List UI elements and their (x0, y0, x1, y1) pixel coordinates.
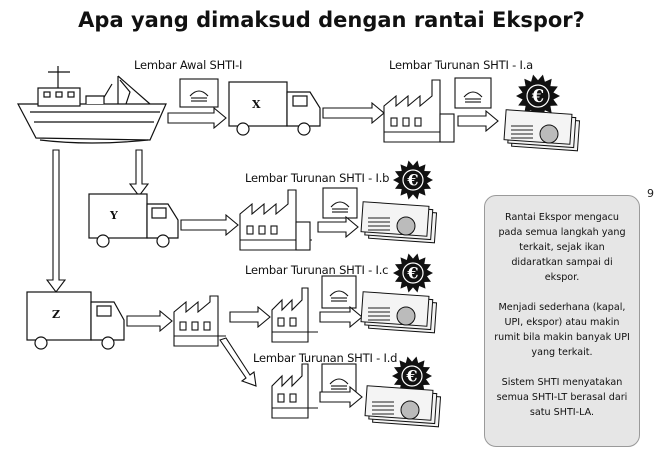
factory-icon (271, 363, 318, 419)
info-paragraph-2: Menjadi sederhana (kapal, UPI, ekspor) a… (494, 302, 630, 358)
info-panel: Rantai Ekspor mengacu pada semua langkah… (484, 195, 640, 447)
arrow-icon (45, 106, 227, 293)
truck-y-label: Y (109, 209, 118, 222)
arrow-icon (319, 385, 363, 409)
label-turunan-a: Lembar Turunan SHTI - I.a (389, 58, 533, 72)
euro-burst-icon: € (392, 356, 432, 396)
factory-icon (173, 295, 226, 347)
arrow-icon (322, 101, 385, 125)
page-number: 9 (647, 187, 654, 200)
certificate-icon (179, 78, 219, 108)
info-paragraph-3: Sistem SHTI menyatakan semua SHTI-LT ber… (496, 377, 628, 418)
euro-symbol: € (406, 264, 418, 283)
euro-symbol: € (531, 86, 544, 107)
euro-burst-icon: € (393, 253, 433, 293)
factory-icon (239, 189, 312, 251)
certificate-icon (454, 77, 492, 109)
info-paragraph-1: Rantai Ekspor mengacu pada semua langkah… (498, 212, 626, 283)
banknotes-icon (503, 109, 581, 152)
arrow-icon (180, 213, 239, 237)
label-turunan-c: Lembar Turunan SHTI - I.c (245, 263, 389, 277)
page-title: Apa yang dimaksud dengan rantai Ekspor? (78, 8, 585, 32)
label-turunan-b: Lembar Turunan SHTI - I.b (245, 171, 390, 185)
banknotes-icon (360, 201, 438, 244)
truck-icon: Z (26, 291, 125, 350)
arrow-icon (457, 109, 499, 133)
label-turunan-d: Lembar Turunan SHTI - I.d (253, 351, 398, 365)
euro-symbol: € (406, 171, 418, 190)
factory-icon (271, 287, 318, 343)
arrow-icon (126, 309, 173, 333)
euro-burst-icon: € (393, 160, 433, 200)
certificate-icon (321, 275, 357, 309)
factory-icon (383, 79, 455, 143)
truck-x-label: X (252, 98, 261, 111)
truck-icon: X (228, 81, 321, 136)
fishing-boat-icon (17, 66, 167, 144)
truck-icon: Y (88, 193, 179, 248)
arrow-icon (319, 305, 363, 329)
euro-symbol: € (405, 367, 417, 386)
truck-z-label: Z (52, 308, 60, 321)
banknotes-icon (360, 291, 438, 334)
certificate-icon (322, 187, 358, 219)
banknotes-icon (364, 385, 442, 428)
label-lembar-awal: Lembar Awal SHTI-I (134, 58, 243, 72)
arrow-icon (317, 215, 359, 239)
arrow-icon (219, 305, 271, 387)
euro-burst-icon: € (516, 74, 560, 118)
